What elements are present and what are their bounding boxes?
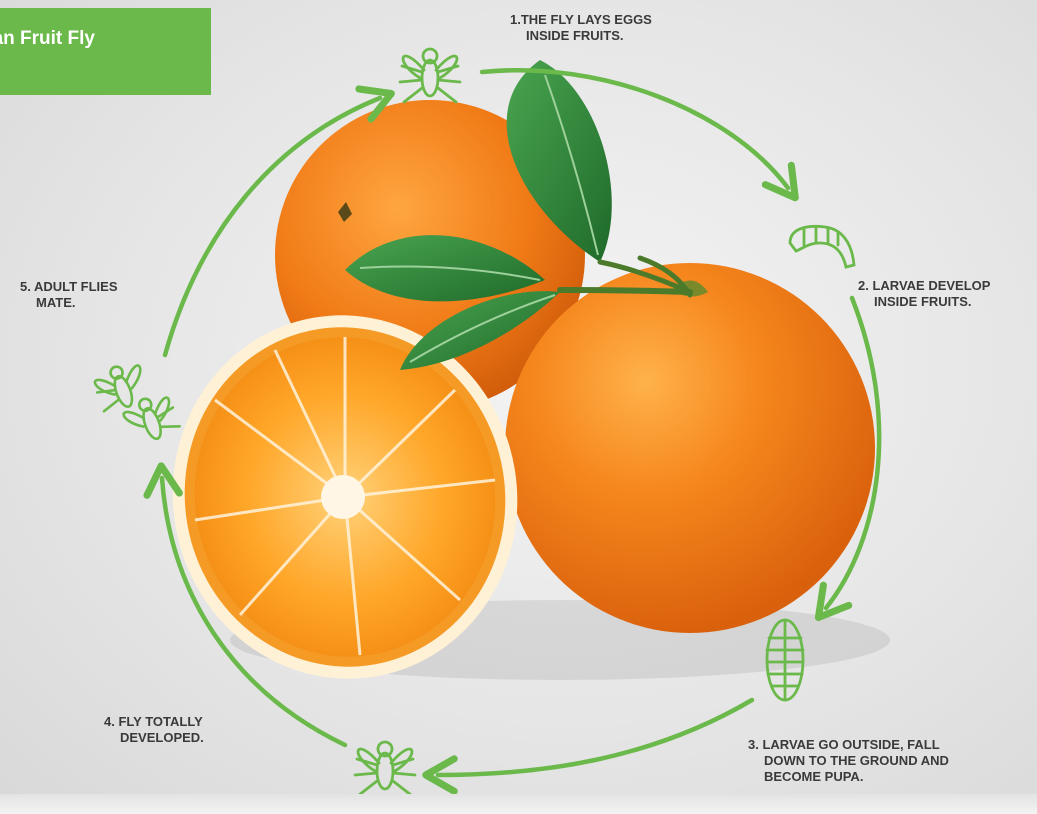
step-1-label: 1.THE FLY LAYS EGGS INSIDE FRUITS. [510, 12, 652, 44]
step-text-line: INSIDE FRUITS. [510, 28, 652, 44]
step-4-label: 4. FLY TOTALLY DEVELOPED. [104, 714, 204, 746]
step-2-label: 2. LARVAE DEVELOP INSIDE FRUITS. [858, 278, 990, 310]
fly-icon [400, 49, 460, 102]
whole-orange [505, 263, 875, 633]
step-text-line: DEVELOPED. [104, 730, 204, 746]
larva-icon [790, 226, 854, 267]
step-number: 3. [748, 737, 759, 752]
step-text-line: MATE. [20, 295, 118, 311]
title-box: ean Fruit Fly [0, 8, 211, 95]
step-text-line: LARVAE GO OUTSIDE, FALL [762, 737, 939, 752]
step-number: 1. [510, 12, 521, 27]
step-text-line: BECOME PUPA. [748, 769, 949, 785]
step-5-label: 5. ADULT FLIES MATE. [20, 279, 118, 311]
step-text-line: LARVAE DEVELOP [872, 278, 990, 293]
step-text-line: FLY TOTALLY [118, 714, 202, 729]
mating-flies-icon [91, 359, 181, 447]
step-number: 5. [20, 279, 31, 294]
page-title: ean Fruit Fly [0, 28, 95, 50]
step-3-label: 3. LARVAE GO OUTSIDE, FALL DOWN TO THE G… [748, 737, 949, 785]
arrow-3-to-4 [438, 700, 752, 775]
fly-icon [355, 742, 415, 795]
step-number: 4. [104, 714, 115, 729]
step-text-line: THE FLY LAYS EGGS [521, 12, 652, 27]
bottom-edge [0, 794, 1037, 814]
step-text-line: DOWN TO THE GROUND AND [748, 753, 949, 769]
step-number: 2. [858, 278, 869, 293]
step-text-line: INSIDE FRUITS. [858, 294, 990, 310]
step-text-line: ADULT FLIES [34, 279, 118, 294]
